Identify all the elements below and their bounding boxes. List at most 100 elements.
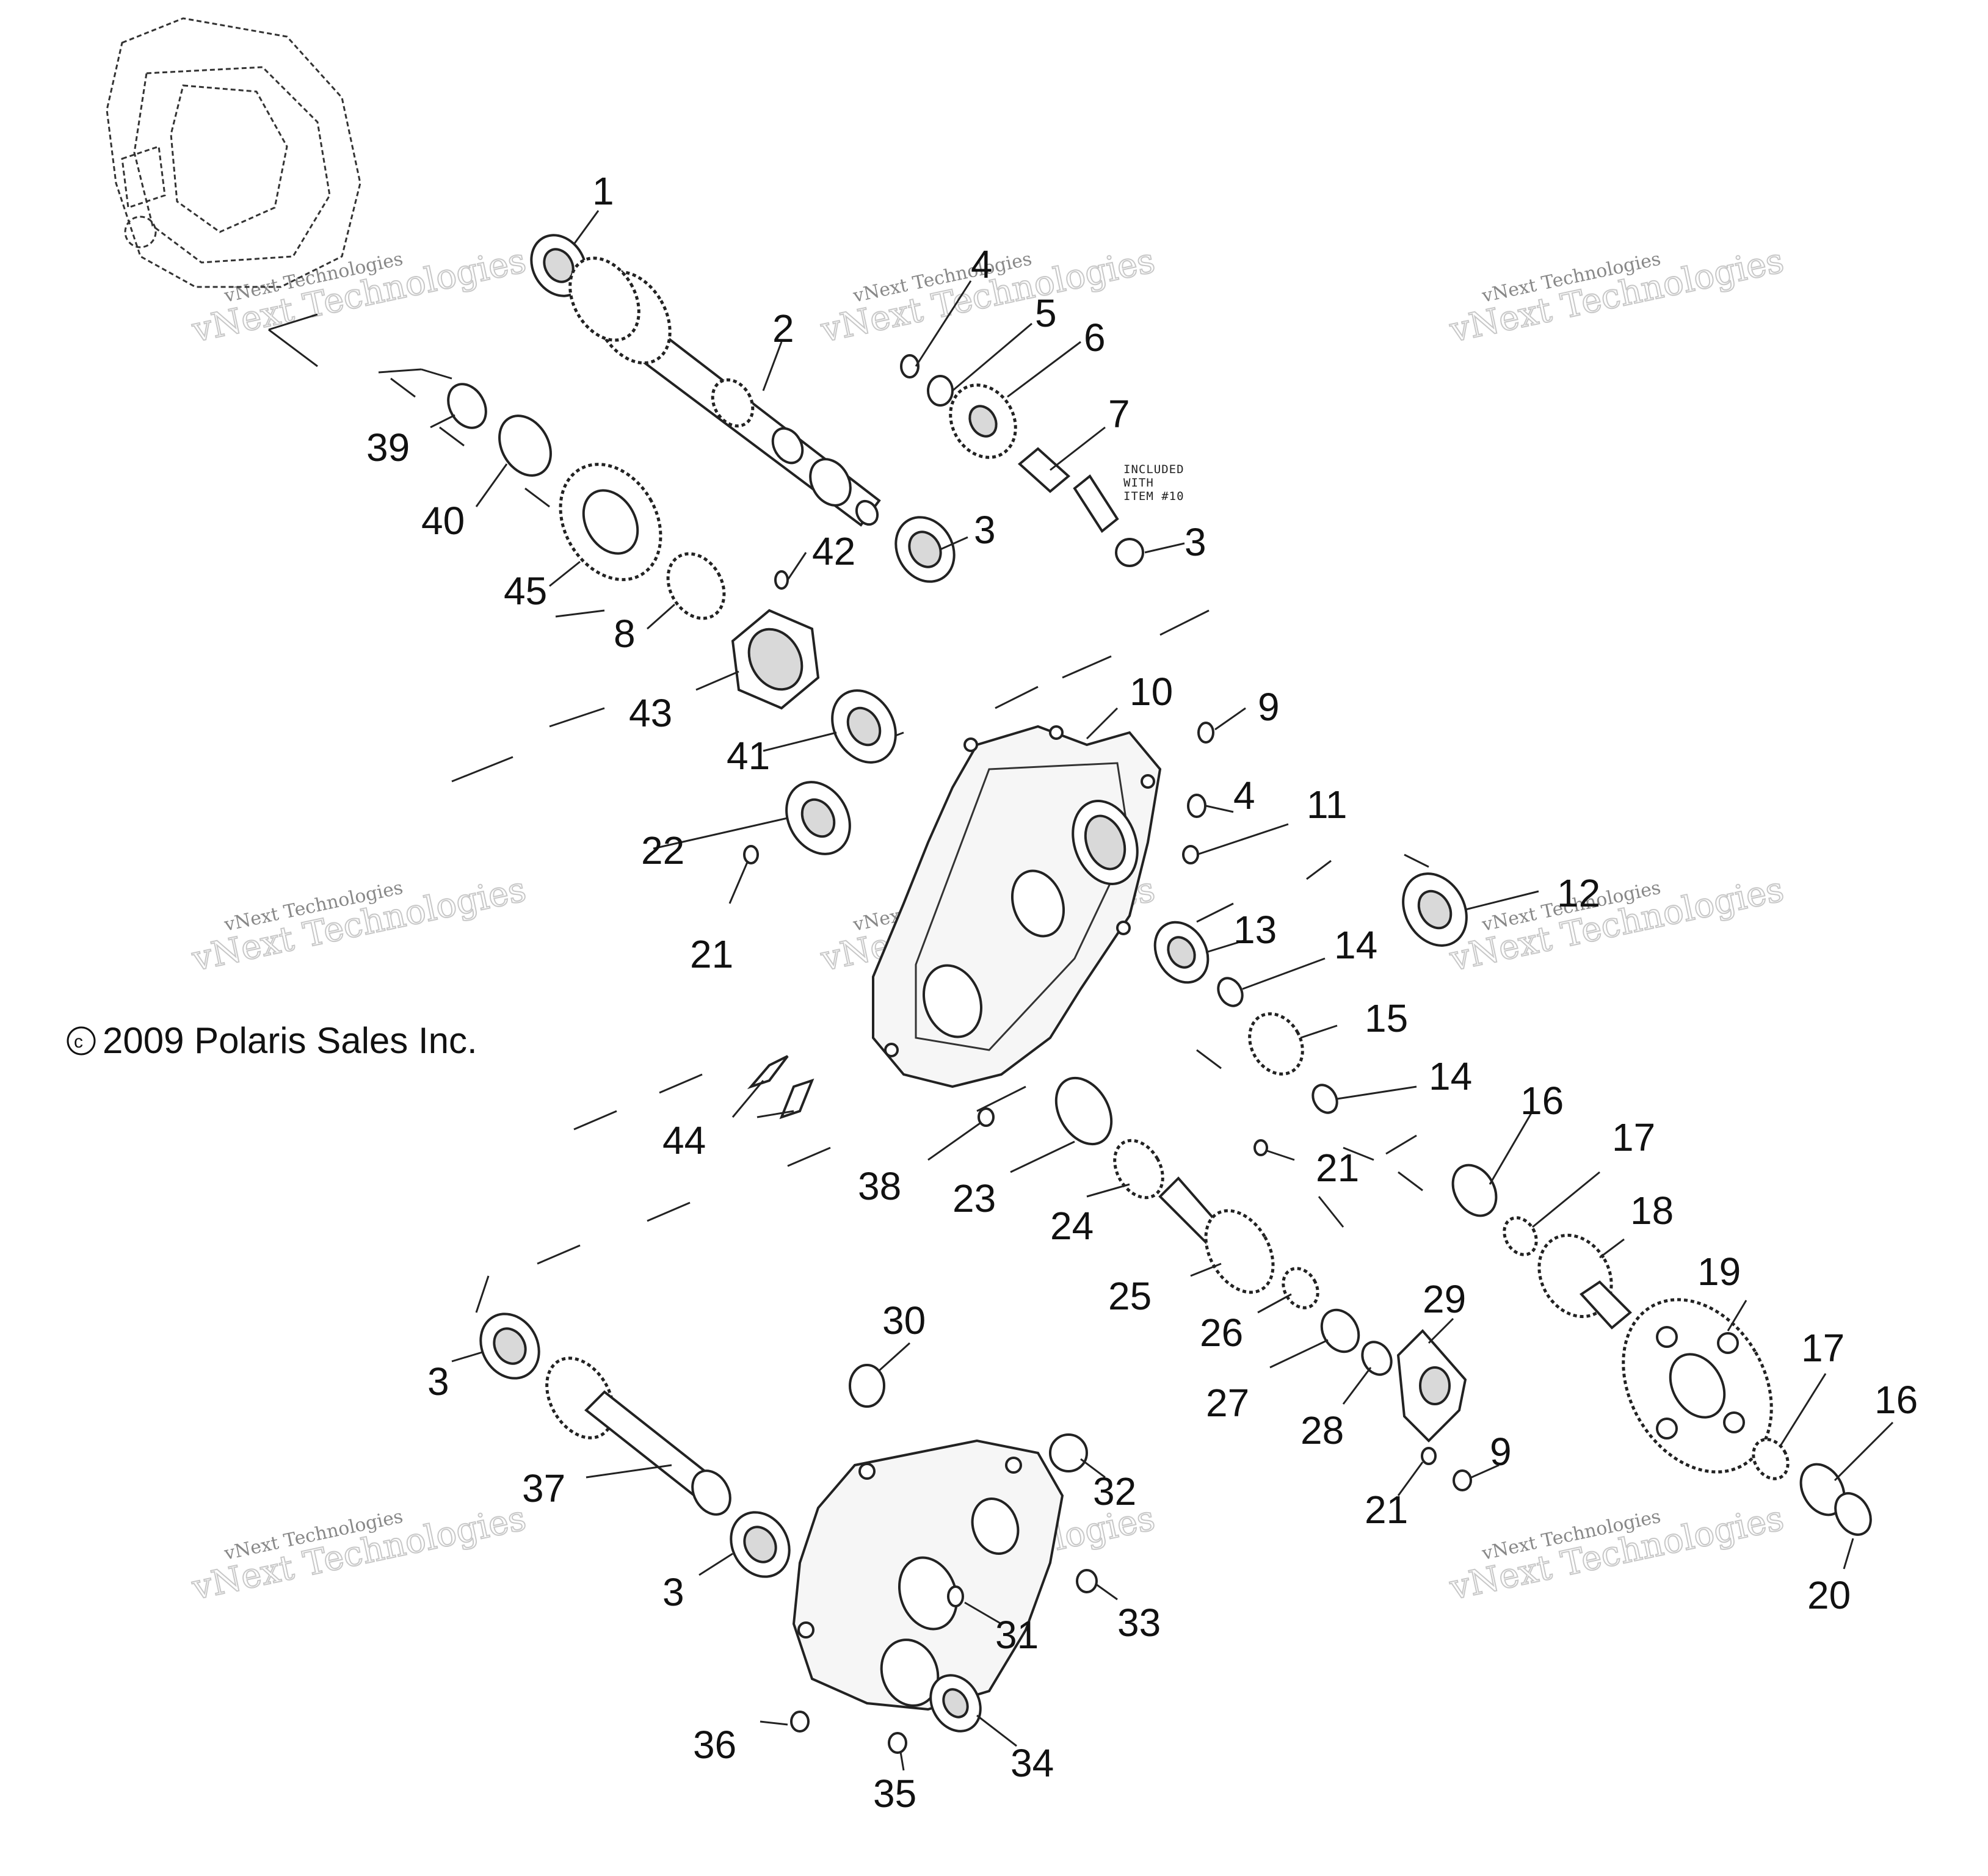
- callout-number: 14: [1334, 923, 1377, 967]
- callout-number: 13: [1233, 908, 1277, 952]
- shaft-sleeve: [1073, 474, 1119, 533]
- callout-number: 16: [1520, 1079, 1564, 1123]
- dowel-21: [1421, 1447, 1437, 1465]
- seal-13: [1153, 921, 1210, 984]
- gear-45: [559, 463, 662, 581]
- race-23: [1054, 1076, 1113, 1146]
- gear-18: [1537, 1233, 1632, 1330]
- o-ring-28: [1361, 1341, 1393, 1376]
- gear-15: [1248, 1012, 1304, 1076]
- callout-number: 14: [1429, 1054, 1472, 1098]
- callout-number: 45: [504, 569, 547, 613]
- callout-number: 3: [662, 1570, 684, 1614]
- plug-38: [978, 1107, 995, 1127]
- pinion-25: [1158, 1176, 1275, 1294]
- callout-number: 4: [1233, 773, 1255, 817]
- bolt-36: [790, 1711, 810, 1733]
- bearing-17: [1752, 1438, 1790, 1480]
- callout-number: 5: [1035, 291, 1057, 335]
- callout-number: 21: [1365, 1488, 1408, 1532]
- callout-number: 26: [1200, 1311, 1243, 1355]
- needle-bearing-7: [1017, 447, 1071, 493]
- washer-5: [927, 375, 954, 407]
- callout-number: 18: [1630, 1189, 1674, 1233]
- bearing-3: [479, 1313, 540, 1380]
- callout-number: 9: [1490, 1430, 1512, 1474]
- callout-number: 17: [1612, 1115, 1655, 1159]
- callout-number: 28: [1301, 1408, 1344, 1452]
- shim-20: [1834, 1492, 1872, 1536]
- callout-number: 21: [1316, 1146, 1359, 1190]
- callout-number: 29: [1423, 1277, 1466, 1321]
- callout-number: 32: [1093, 1469, 1136, 1513]
- bearing-41: [831, 689, 897, 764]
- washer-5: [1115, 538, 1144, 567]
- callout-number: 30: [882, 1298, 926, 1342]
- callout-number: 35: [873, 1772, 916, 1816]
- callout-number: 31: [995, 1613, 1039, 1657]
- callout-number: 9: [1258, 685, 1280, 729]
- callout-number: 17: [1801, 1326, 1845, 1370]
- note-line: INCLUDED: [1123, 463, 1184, 476]
- callout-number: 40: [421, 499, 465, 543]
- bushing-30: [849, 1364, 885, 1408]
- seal-12: [1402, 872, 1468, 947]
- callout-number: 10: [1130, 670, 1173, 714]
- upper-shaft-assembly: INCLUDED WITH ITEM #10: [530, 234, 1184, 583]
- callout-number: 19: [1697, 1250, 1741, 1294]
- callout-number: 3: [1184, 520, 1206, 564]
- callout-number: 24: [1050, 1204, 1094, 1248]
- callout-number: 37: [522, 1466, 565, 1510]
- bearing-3: [894, 516, 956, 583]
- callout-number: 42: [812, 529, 855, 573]
- callout-number: 6: [1084, 316, 1106, 360]
- bolt-35: [888, 1732, 907, 1754]
- plug-32: [1049, 1433, 1088, 1472]
- callout-number: 34: [1010, 1741, 1054, 1785]
- bolt-9: [1197, 722, 1214, 744]
- clip-4: [900, 354, 920, 378]
- bolt-9: [1453, 1469, 1472, 1491]
- callout-number: 3: [974, 508, 996, 552]
- callout-number: 15: [1365, 996, 1408, 1040]
- dowel-21: [743, 845, 759, 864]
- seal-34: [929, 1674, 982, 1733]
- fitting-11: [1182, 845, 1199, 864]
- locator-thumbnail: [106, 17, 361, 288]
- main-case-10: [872, 725, 1162, 1088]
- callout-number: 16: [1874, 1378, 1918, 1422]
- fitting-31: [947, 1585, 964, 1607]
- callout-number: 27: [1206, 1381, 1249, 1425]
- screws-44: [747, 1055, 814, 1120]
- callout-number: 43: [629, 691, 672, 735]
- callout-number: 22: [641, 828, 684, 872]
- clip-4: [1187, 794, 1206, 818]
- callout-number: 4: [971, 242, 993, 286]
- callout-labels: 1 2 3 4 5 6 7 3 5 39 40 42 45 8 43 41 10…: [366, 169, 1918, 1816]
- copyright-notice: c 2009 Polaris Sales Inc.: [67, 1020, 477, 1061]
- seal-22: [785, 781, 851, 855]
- callout-number: 3: [427, 1360, 449, 1403]
- callout-number: 2: [772, 306, 794, 350]
- callout-number: 44: [662, 1118, 706, 1162]
- collar-8: [666, 552, 726, 620]
- gear-6: [949, 383, 1017, 459]
- callout-number: 7: [1108, 392, 1130, 436]
- snap-ring-39: [447, 383, 487, 429]
- race-16: [1451, 1164, 1498, 1217]
- leader-lines: [430, 210, 1894, 1771]
- snap-ring-14: [1311, 1084, 1338, 1114]
- callout-number: 1: [592, 169, 614, 213]
- bearing-3: [730, 1511, 791, 1578]
- callout-number: 39: [366, 426, 410, 469]
- cover-case: [792, 1439, 1064, 1711]
- bearing-26: [1282, 1267, 1319, 1309]
- included-note: INCLUDED WITH ITEM #10: [1123, 463, 1184, 503]
- bearing-17: [1503, 1216, 1538, 1256]
- callout-number: 8: [614, 612, 636, 656]
- left-gear-stack: [447, 383, 897, 864]
- shaft-2: [568, 256, 881, 527]
- dowel-21: [1253, 1139, 1268, 1156]
- callout-number: 25: [1108, 1274, 1152, 1318]
- screw-42: [774, 570, 789, 590]
